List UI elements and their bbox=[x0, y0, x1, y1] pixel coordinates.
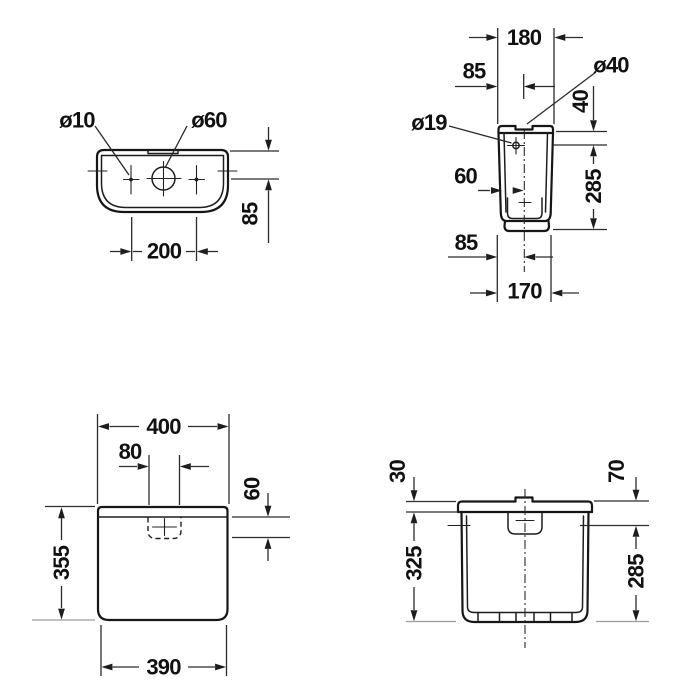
front-view-outline bbox=[96, 505, 229, 622]
top-view-dimensions: ø10 ø60 85 200 bbox=[59, 108, 279, 264]
side-view-dimensions: 180 85 ø40 ø19 40 285 60 85 170 bbox=[411, 25, 630, 304]
dim-label-inlet-offset-top: 85 bbox=[463, 59, 486, 84]
dim-label-body-width: 390 bbox=[146, 655, 181, 680]
side-view: 180 85 ø40 ø19 40 285 60 85 170 bbox=[411, 25, 630, 304]
dim-label-top-depth: 180 bbox=[507, 25, 542, 50]
dim-label-side-hole-dia: ø19 bbox=[411, 110, 447, 135]
dim-label-bottom-depth: 170 bbox=[507, 279, 542, 304]
dim-label-inlet-to-bottom: 285 bbox=[581, 169, 606, 204]
dim-label-body-height: 325 bbox=[402, 546, 427, 581]
dim-label-holes-spacing: 200 bbox=[147, 239, 182, 264]
dim-label-overall-height: 355 bbox=[49, 545, 74, 580]
dim-label-holes-depth-offset: 85 bbox=[238, 202, 263, 225]
button-cutout-hidden bbox=[147, 517, 182, 540]
dim-label-waterline-to-bottom: 285 bbox=[624, 554, 649, 589]
dim-label-lid-depth: 60 bbox=[240, 477, 265, 500]
dim-label-inlet-offset-bottom: 85 bbox=[455, 230, 478, 255]
dim-label-hole-small-dia: ø10 bbox=[59, 108, 95, 133]
back-view: 30 70 325 285 bbox=[385, 460, 649, 648]
dim-label-hole-large-dia: ø60 bbox=[191, 108, 227, 133]
dim-label-button-cutout-width: 80 bbox=[119, 439, 142, 464]
dim-label-inlet-offset-mid: 60 bbox=[454, 164, 477, 189]
back-view-outline bbox=[447, 489, 594, 648]
button-recess bbox=[507, 512, 543, 535]
front-view-dimensions: 400 80 60 355 390 bbox=[32, 414, 290, 680]
dim-label-top-to-waterline: 70 bbox=[604, 460, 629, 483]
dim-label-lid-height: 30 bbox=[385, 460, 410, 483]
dim-label-overall-width: 400 bbox=[146, 414, 181, 439]
dim-label-lid-hole-dia: ø40 bbox=[593, 53, 629, 78]
back-view-dimensions: 30 70 325 285 bbox=[385, 460, 649, 623]
top-view: ø10 ø60 85 200 bbox=[59, 108, 279, 264]
dim-label-lid-to-inlet: 40 bbox=[568, 90, 593, 113]
front-view: 400 80 60 355 390 bbox=[32, 414, 290, 680]
top-view-outline bbox=[87, 148, 238, 214]
side-view-outline bbox=[497, 124, 555, 272]
